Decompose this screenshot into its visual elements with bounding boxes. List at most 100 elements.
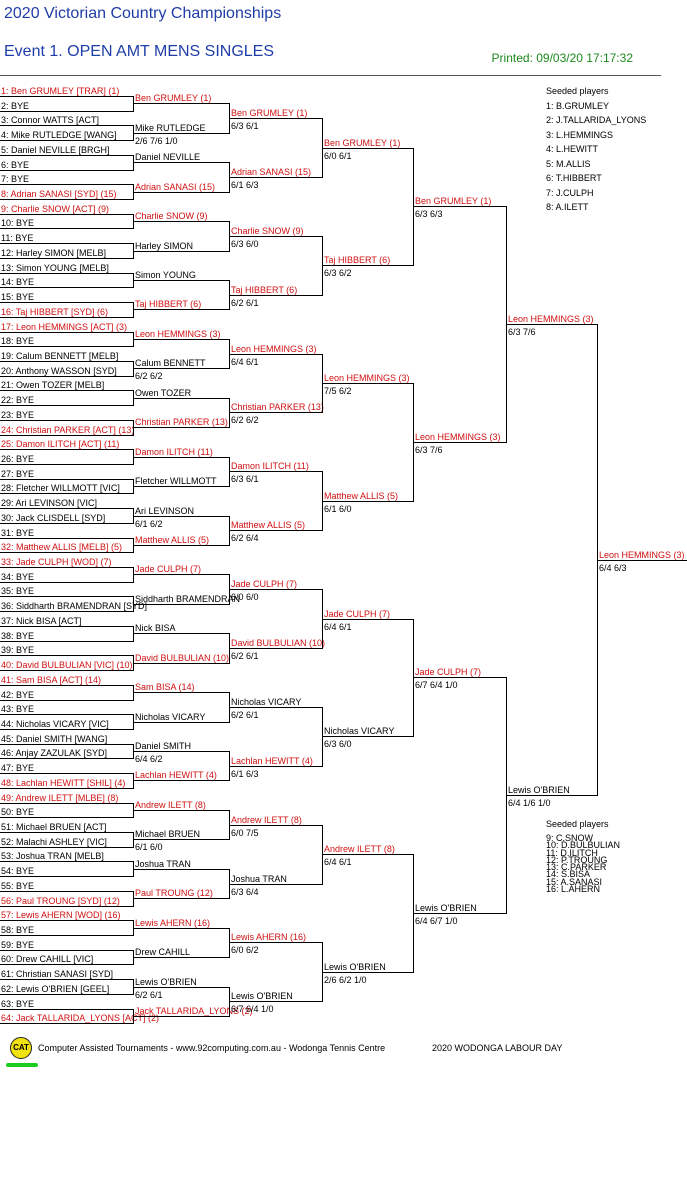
draw-entry: 51: Michael BRUEN [ACT] bbox=[1, 822, 107, 832]
draw-entry: 42: BYE bbox=[1, 689, 35, 700]
draw-entry: 46: Anjay ZAZULAK [SYD] bbox=[1, 748, 108, 759]
draw-entry: 37: Nick BISA [ACT] bbox=[1, 615, 82, 626]
draw-entry: 9: Charlie SNOW [ACT] (9) bbox=[1, 203, 110, 214]
draw-line bbox=[0, 670, 133, 672]
draw-line bbox=[0, 375, 133, 377]
draw-entry: 22: BYE bbox=[1, 395, 35, 406]
seed-item: 9: C.SNOW bbox=[546, 833, 594, 843]
draw-entry: 45: Daniel SMITH [WANG] bbox=[1, 733, 108, 744]
match-winner: Daniel NEVILLE bbox=[135, 152, 201, 163]
seeded-players-title: Seeded players bbox=[546, 86, 609, 96]
winner-line bbox=[229, 765, 322, 767]
draw-entry: 16: Taj HIBBERT [SYD] (6) bbox=[1, 306, 109, 317]
draw-entry: 3: Connor WATTS [ACT] bbox=[1, 115, 100, 126]
match-score: 6/4 1/6 1/0 bbox=[508, 798, 551, 809]
winner-line bbox=[133, 250, 229, 252]
draw-line bbox=[0, 1023, 133, 1025]
match-winner: Michael BRUEN bbox=[135, 829, 201, 840]
draw-line bbox=[0, 861, 133, 863]
draw-entry: 33: Jade CULPH [WOD] (7) bbox=[1, 557, 112, 568]
match-score: 6/4 6/3 bbox=[599, 562, 627, 573]
match-score: 6/1 6/2 bbox=[135, 518, 163, 529]
event-title: Event 1. OPEN AMT MENS SINGLES bbox=[4, 43, 275, 60]
draw-entry: 10: BYE bbox=[1, 218, 35, 229]
draw-entry: 40: David BULBULIAN [VIC] (10) bbox=[1, 660, 133, 671]
match-winner: Jack TALLARIDA_LYONS (2) bbox=[135, 1006, 253, 1016]
winner-line bbox=[133, 662, 229, 664]
draw-entry: 28: Fletcher WILLMOTT [VIC] bbox=[1, 483, 120, 494]
draw-entry: 7: BYE bbox=[1, 174, 30, 185]
draw-line bbox=[0, 714, 133, 716]
draw-line bbox=[0, 184, 133, 186]
match-winner: Christian PARKER (13) bbox=[231, 402, 324, 413]
draw-line bbox=[0, 522, 133, 524]
match-score: 6/0 7/5 bbox=[231, 827, 259, 838]
header-divider bbox=[0, 75, 661, 76]
match-score: 6/2 6/1 bbox=[231, 651, 259, 661]
match-score: 6/0 6/2 bbox=[231, 945, 259, 956]
draw-line bbox=[0, 935, 133, 937]
match-winner: Nicholas VICARY bbox=[135, 711, 206, 722]
draw-line bbox=[0, 199, 133, 201]
match-score: 6/4 6/1 bbox=[324, 621, 352, 632]
winner-line bbox=[229, 1001, 322, 1003]
winner-line bbox=[133, 751, 229, 753]
match-winner: Lewis O'BRIEN bbox=[231, 991, 293, 1002]
match-score: 6/2 6/1 bbox=[135, 989, 163, 1000]
draw-entry: 18: BYE bbox=[1, 336, 35, 347]
match-winner: Lewis O'BRIEN bbox=[508, 785, 570, 796]
winner-line bbox=[229, 883, 322, 885]
match-score: 6/1 6/3 bbox=[231, 768, 259, 779]
draw-entry: 23: BYE bbox=[1, 409, 35, 420]
match-winner: Mike RUTLEDGE bbox=[135, 122, 206, 133]
draw-entry: 20: Anthony WASSON [SYD] bbox=[1, 365, 117, 376]
match-winner: Nicholas VICARY bbox=[231, 696, 302, 707]
winner-line bbox=[133, 1016, 229, 1017]
draw-entry: 25: Damon ILITCH [ACT] (11) bbox=[1, 439, 120, 450]
match-winner: Lewis O'BRIEN bbox=[324, 961, 386, 972]
match-winner: Lewis AHERN (16) bbox=[231, 932, 307, 943]
match-score: 6/2 6/1 bbox=[231, 297, 259, 308]
seed-item: 16: L.AHERN bbox=[546, 884, 601, 895]
draw-entry: 62: Lewis O'BRIEN [GEEL] bbox=[1, 983, 110, 994]
draw-line bbox=[0, 832, 133, 833]
match-score: 6/1 6/3 bbox=[231, 179, 259, 190]
winner-line bbox=[229, 530, 322, 532]
draw-line bbox=[0, 802, 133, 804]
winner-line bbox=[133, 839, 229, 841]
seed-item: 7: J.CULPH bbox=[546, 187, 594, 198]
draw-entry: 17: Leon HEMMINGS [ACT] (3) bbox=[1, 321, 128, 332]
winner-line bbox=[133, 721, 229, 723]
match-score: 6/4 6/7 1/0 bbox=[415, 915, 458, 926]
match-score: 7/5 6/2 bbox=[324, 386, 352, 397]
footer-credit: Computer Assisted Tournaments - www.92co… bbox=[38, 1043, 386, 1053]
draw-line bbox=[0, 876, 133, 878]
draw-line bbox=[0, 846, 133, 848]
match-winner: Andrew ILETT (8) bbox=[135, 799, 206, 810]
draw-line bbox=[0, 257, 133, 259]
draw-line bbox=[0, 405, 133, 407]
draw-line bbox=[0, 316, 133, 318]
match-winner: Lachlan HEWITT (4) bbox=[135, 770, 217, 781]
match-winner: Matthew ALLIS (5) bbox=[135, 534, 210, 545]
winner-line bbox=[133, 692, 229, 694]
draw-entry: 29: Ari LEVINSON [VIC] bbox=[1, 498, 98, 509]
draw-line bbox=[0, 743, 133, 745]
seed-item: 14: S.BISA bbox=[546, 869, 591, 880]
match-winner: Taj HIBBERT (6) bbox=[135, 299, 202, 310]
match-winner: David BULBULIAN (10) bbox=[135, 652, 230, 663]
winner-line bbox=[133, 162, 229, 164]
match-winner: Joshua TRAN bbox=[135, 858, 191, 869]
winner-line bbox=[229, 589, 322, 591]
match-winner: Taj HIBBERT (6) bbox=[231, 284, 298, 295]
match-score: 6/3 6/1 bbox=[231, 474, 259, 485]
winner-line bbox=[322, 147, 413, 149]
match-winner: Drew CAHILL bbox=[135, 947, 191, 958]
winner-line bbox=[133, 544, 229, 546]
match-winner: Leon HEMMINGS (3) bbox=[508, 314, 594, 325]
draw-entry: 4: Mike RUTLEDGE [WANG] bbox=[1, 130, 117, 141]
draw-line bbox=[0, 302, 133, 304]
draw-line bbox=[0, 228, 133, 230]
